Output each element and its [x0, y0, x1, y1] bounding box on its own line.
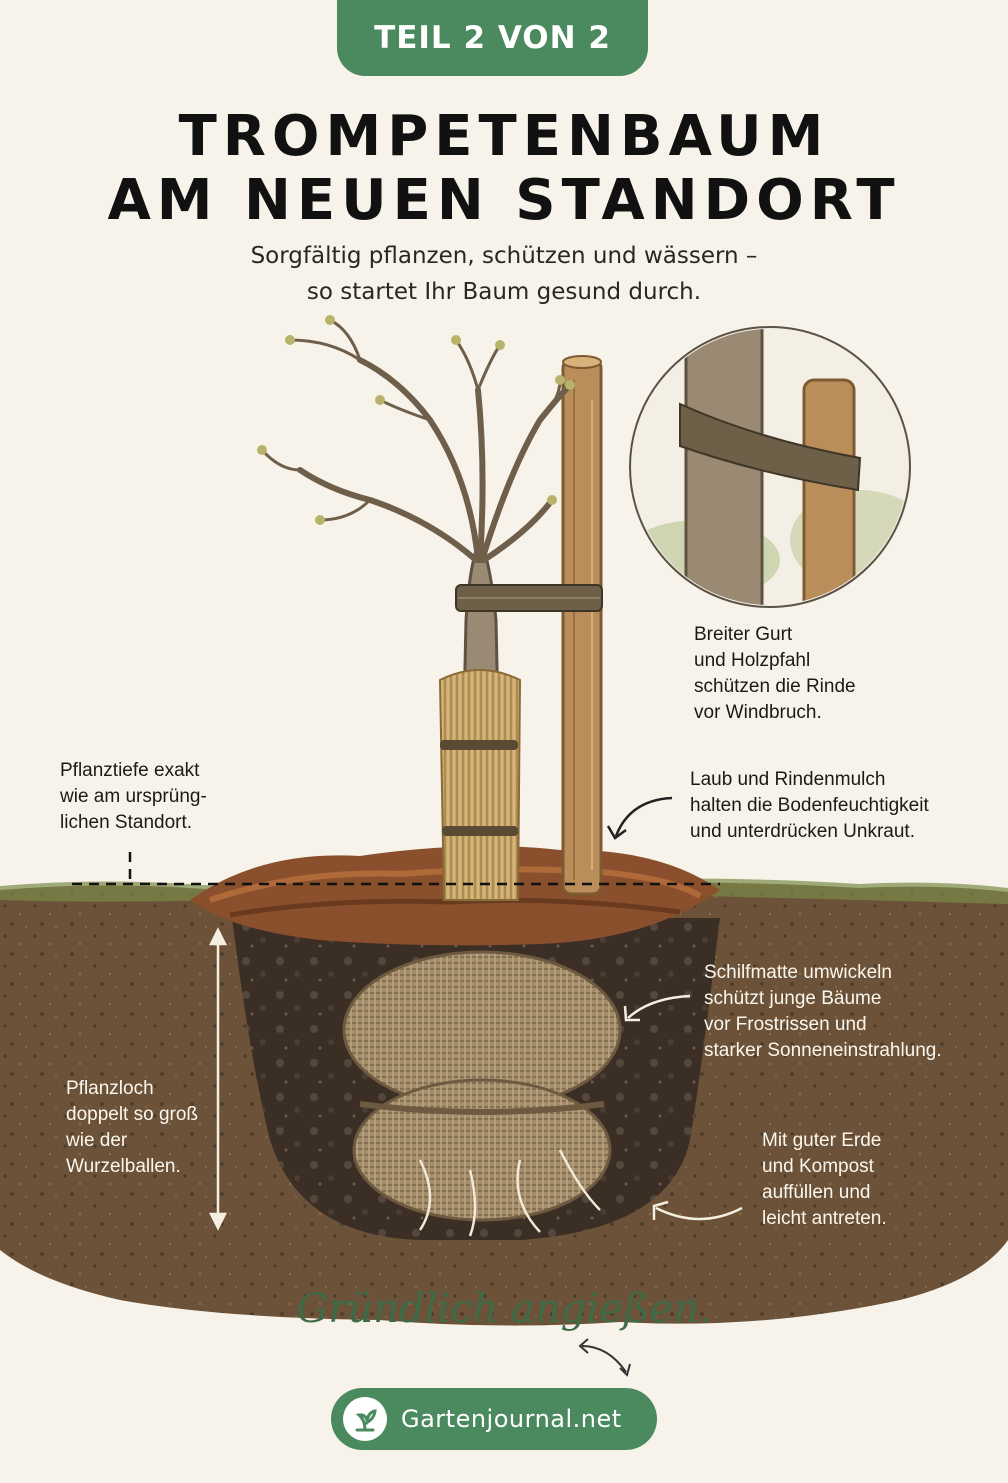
strap — [455, 584, 603, 612]
annotation-line: schützt junge Bäume — [704, 988, 882, 1009]
plant-logo-icon — [343, 1397, 387, 1441]
annotation-line: wie der — [66, 1130, 128, 1151]
annotation-line: schützen die Rinde — [694, 676, 856, 697]
brand-badge[interactable]: Gartenjournal.net — [331, 1388, 657, 1450]
page-title-line-2: AM NEUEN STANDORT — [107, 168, 901, 233]
planting-depth-line — [72, 852, 720, 886]
annotation-line: wie am ursprüng- — [60, 786, 207, 807]
annotation-line: Mit guter Erde — [762, 1130, 882, 1151]
strap-annotation: Breiter Gurt und Holzpfahl schützen die … — [694, 622, 856, 726]
annotation-line: doppelt so groß — [66, 1104, 199, 1125]
subtitle-line-2: so startet Ihr Baum gesund durch. — [306, 279, 702, 305]
annotation-line: Pflanztiefe exakt — [60, 760, 200, 781]
annotation-line: Breiter Gurt — [694, 624, 793, 645]
annotation-line: halten die Bodenfeuchtigkeit — [690, 795, 929, 816]
annotation-line: und Holzpfahl — [694, 650, 811, 671]
annotation-line: vor Windbruch. — [694, 702, 822, 723]
annotation-line: Wurzelballen. — [66, 1156, 181, 1177]
mulch-annotation: Laub und Rindenmulch halten die Bodenfeu… — [690, 767, 929, 845]
annotation-line: vor Frostrissen und — [704, 1014, 867, 1035]
annotation-line: Pflanzloch — [66, 1078, 154, 1099]
watering-caption: Gründlich angießen. — [296, 1286, 712, 1332]
subtitle-line-1: Sorgfältig pflanzen, schützen und wässer… — [250, 243, 758, 269]
annotation-line: Laub und Rindenmulch — [690, 769, 886, 790]
double-arrow-icon — [578, 1338, 631, 1377]
page-title-line-1: TROMPETENBAUM — [178, 104, 830, 169]
strap-detail-inset — [629, 326, 911, 608]
depth-annotation: Pflanztiefe exakt wie am ursprüng- liche… — [60, 758, 207, 836]
annotation-line: Schilfmatte umwickeln — [704, 962, 892, 983]
annotation-line: auffüllen und — [762, 1182, 871, 1203]
arrow-icon — [606, 796, 673, 840]
double-arrow-icon — [208, 927, 228, 1231]
reed-wrap — [438, 669, 522, 901]
arrow-icon — [652, 1200, 743, 1221]
annotation-line: starker Sonneneinstrahlung. — [704, 1040, 942, 1061]
hole-annotation: Pflanzloch doppelt so groß wie der Wurze… — [66, 1076, 198, 1180]
part-badge: TEIL 2 VON 2 — [337, 0, 648, 76]
root-ball — [342, 950, 622, 1237]
annotation-line: und unterdrücken Unkraut. — [690, 821, 915, 842]
annotation-line: leicht antreten. — [762, 1208, 887, 1229]
wooden-stake — [561, 355, 603, 896]
annotation-line: lichen Standort. — [60, 812, 193, 833]
annotation-line: und Kompost — [762, 1156, 874, 1177]
soil-annotation: Mit guter Erde und Kompost auffüllen und… — [762, 1128, 887, 1232]
brand-name: Gartenjournal.net — [401, 1405, 622, 1433]
reed-annotation: Schilfmatte umwickeln schützt junge Bäum… — [704, 960, 942, 1064]
arrow-icon — [623, 994, 691, 1022]
